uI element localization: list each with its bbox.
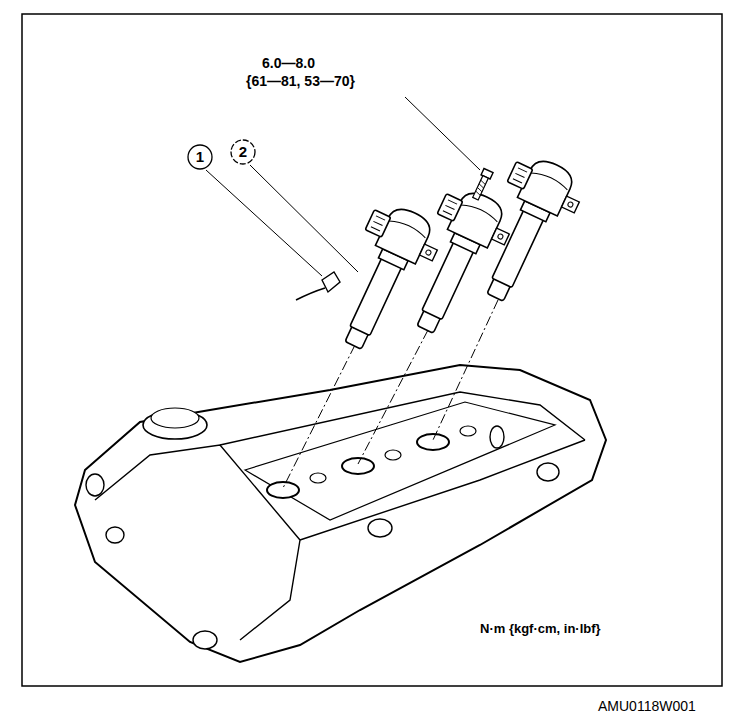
figure-frame <box>22 14 722 686</box>
torque-value: {61—81, 53—70} <box>246 73 355 89</box>
ignition-coils <box>319 149 590 361</box>
leader-lines <box>206 97 480 276</box>
figure-code: AMU0118W001 <box>598 698 696 714</box>
valve-cover <box>75 365 606 662</box>
torque-value: 6.0—8.0 <box>262 55 315 71</box>
unit-note: N·m {kgf·cm, in·lbf} <box>480 622 601 637</box>
coil-bolt <box>471 168 493 200</box>
callout-circles <box>188 140 255 169</box>
callout-number: 2 <box>239 143 247 160</box>
harness-clip <box>296 272 340 300</box>
callout-number: 1 <box>196 148 204 165</box>
